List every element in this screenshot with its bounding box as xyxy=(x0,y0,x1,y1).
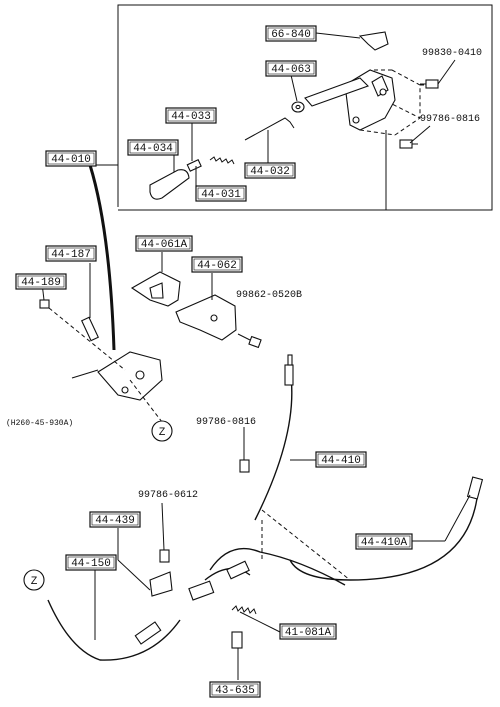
mount-dashed-lines xyxy=(391,69,421,119)
bolt-label-99830-0410: 99830-0410 xyxy=(422,48,482,59)
label-66-840: 66-840 xyxy=(265,25,317,42)
label-44-034: 44-034 xyxy=(127,139,179,156)
cable-44-410a xyxy=(289,476,484,581)
cable-44-410 xyxy=(254,354,294,521)
pawl-part xyxy=(358,31,389,51)
bolt-99830-icon xyxy=(420,79,439,89)
label-44-061a: 44-061A xyxy=(135,235,193,252)
bolt-99786-top-icon xyxy=(399,139,418,149)
svg-text:44-439: 44-439 xyxy=(95,515,135,527)
label-43-635: 43-635 xyxy=(209,681,261,698)
svg-text:44-010: 44-010 xyxy=(51,154,91,166)
label-44-031: 44-031 xyxy=(195,185,247,202)
svg-text:44-061A: 44-061A xyxy=(141,239,188,251)
bolt-label-99786-0612: 99786-0612 xyxy=(138,490,198,501)
label-44-410: 44-410 xyxy=(315,451,367,468)
label-41-081a: 41-081A xyxy=(279,623,337,640)
svg-text:44-034: 44-034 xyxy=(133,143,173,155)
nut-44-189-icon xyxy=(39,299,50,309)
label-44-032: 44-032 xyxy=(244,162,296,179)
bolt-label-99862-0520b: 99862-0520B xyxy=(236,290,302,301)
lever-lower-assembly xyxy=(71,351,163,401)
svg-text:44-031: 44-031 xyxy=(201,189,241,201)
washer-part xyxy=(291,101,305,113)
clip-44-187 xyxy=(80,316,100,342)
label-44-062: 44-062 xyxy=(191,256,243,273)
bolt-label-99786-0816-mid: 99786-0816 xyxy=(196,417,256,428)
z-marker-upper: Z xyxy=(151,420,173,442)
clip-43-635 xyxy=(231,631,243,649)
label-44-150: 44-150 xyxy=(65,554,117,571)
svg-text:44-033: 44-033 xyxy=(171,111,211,123)
svg-text:44-410A: 44-410A xyxy=(361,537,408,549)
svg-text:66-840: 66-840 xyxy=(271,29,311,41)
svg-text:44-410: 44-410 xyxy=(321,455,361,467)
label-44-010: 44-010 xyxy=(45,150,97,167)
cover-44-062 xyxy=(175,294,237,341)
screw-99862-icon xyxy=(237,333,262,349)
svg-text:44-062: 44-062 xyxy=(197,260,237,272)
svg-text:Z: Z xyxy=(159,427,166,439)
svg-text:44-150: 44-150 xyxy=(71,558,111,570)
lever-arm xyxy=(304,77,370,107)
label-44-033: 44-033 xyxy=(165,107,217,124)
cable-44-010 xyxy=(88,164,116,351)
inset-frame xyxy=(117,4,493,211)
z-marker-lower: Z xyxy=(23,569,45,591)
svg-text:44-189: 44-189 xyxy=(21,277,61,289)
label-44-063: 44-063 xyxy=(265,60,317,77)
label-44-439: 44-439 xyxy=(89,511,141,528)
equalizer-assembly xyxy=(188,547,346,601)
lever-bracket xyxy=(344,69,396,131)
svg-text:44-187: 44-187 xyxy=(51,249,91,261)
bolt-99786-mid-icon xyxy=(239,459,250,473)
label-44-187: 44-187 xyxy=(45,245,97,262)
bolt-99786-0612-icon xyxy=(159,549,170,563)
reference-code: (H260-45-930A) xyxy=(6,419,73,428)
svg-text:Z: Z xyxy=(31,576,38,588)
svg-text:44-063: 44-063 xyxy=(271,64,311,76)
svg-text:44-032: 44-032 xyxy=(250,166,290,178)
pin-part xyxy=(186,159,202,172)
lever-grip xyxy=(149,169,190,200)
bracket-44-439 xyxy=(149,571,173,597)
svg-text:43-635: 43-635 xyxy=(215,685,255,697)
cable-44-150 xyxy=(47,599,181,661)
bolt-label-99786-0816-top: 99786-0816 xyxy=(420,114,480,125)
label-44-189: 44-189 xyxy=(15,273,67,290)
svg-text:41-081A: 41-081A xyxy=(285,627,332,639)
label-44-410a: 44-410A xyxy=(355,533,413,550)
bracket-44-061a xyxy=(130,271,181,307)
spring-41-081a xyxy=(231,605,257,615)
return-spring xyxy=(209,156,235,165)
release-rod xyxy=(244,117,295,141)
